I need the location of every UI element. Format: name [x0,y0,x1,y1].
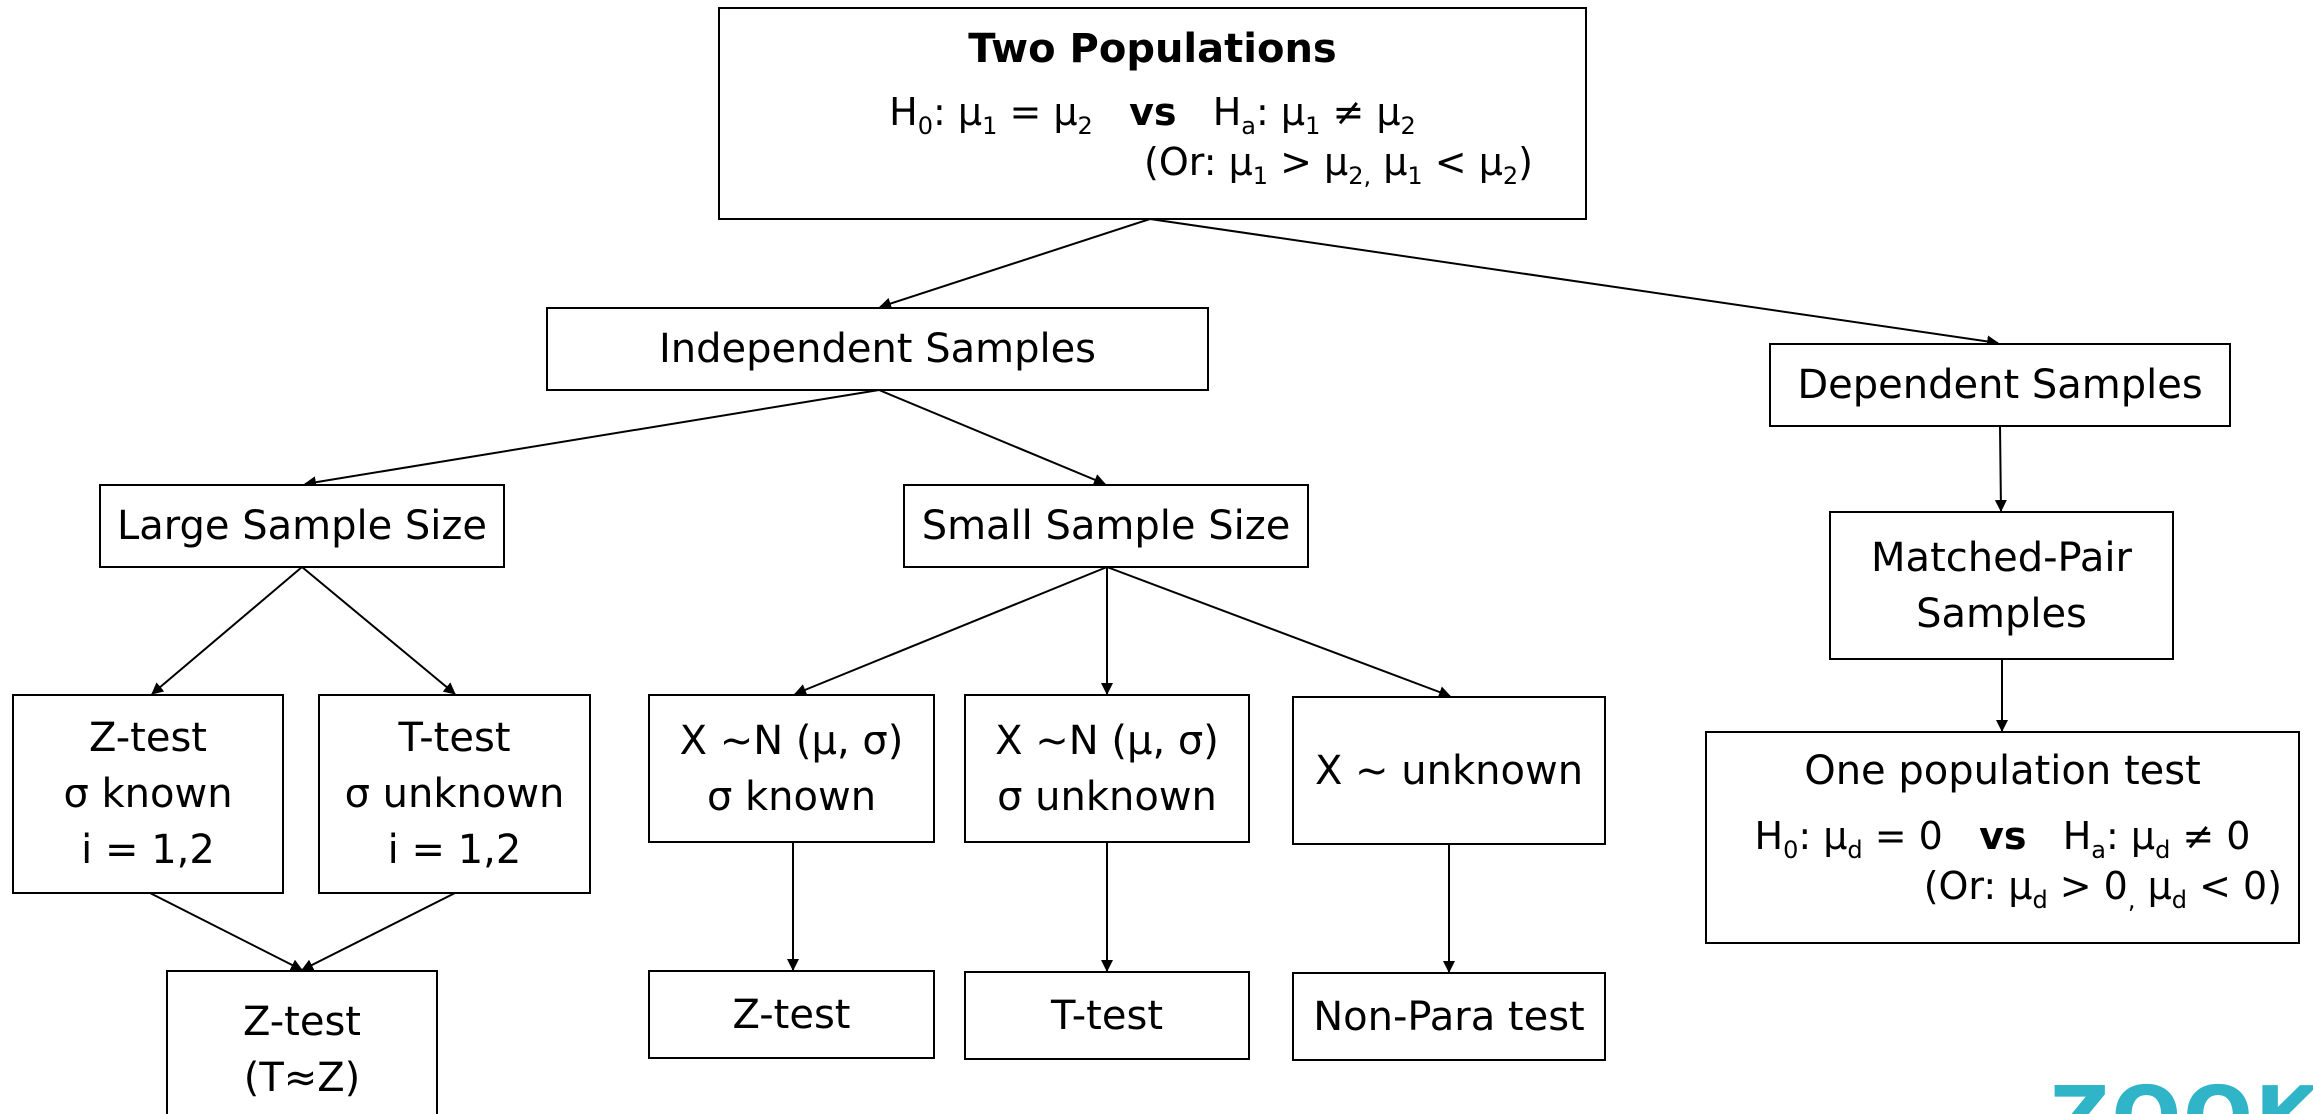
edge-ztest-approx [149,892,303,971]
ztest-known-line-1: Z-test [89,715,207,761]
edge-independent-large [304,389,880,489]
brand-logo: ZOOKA [2050,1070,2313,1114]
root-hypothesis: H0: μ1 = μ2 vs Ha: μ1 ≠ μ2 [889,90,1416,140]
edge-dependent-matched [1994,425,2007,512]
root-title: Two Populations [968,26,1337,72]
z-approx-line-1: Z-test [243,999,361,1045]
x-unknown-box: X ~ unknown [1292,696,1606,845]
independent-samples-box: Independent Samples [546,307,1209,391]
ztest-known-line-2: σ known [63,771,233,817]
root-alternatives: (Or: μ1 > μ2, μ1 < μ2) [1144,140,1533,190]
normal-known-box: X ~N (μ, σ) σ known [648,694,935,843]
edge-large-ttest [301,566,456,695]
one-pop-alternatives: (Or: μd > 0, μd < 0) [1923,864,2282,914]
matched-line-2: Samples [1916,590,2087,637]
ztest-box: Z-test [648,970,935,1059]
ztest-label: Z-test [732,991,851,1038]
edge-small-x-unknown [1106,566,1451,698]
ztest-known-line-3: i = 1,2 [81,827,215,873]
x-unknown-label: X ~ unknown [1314,747,1584,794]
nonpara-box: Non-Para test [1292,972,1606,1061]
matched-pair-box: Matched-Pair Samples [1829,511,2174,660]
edge-independent-small [878,389,1106,486]
edge-small-normal-known [794,566,1108,696]
z-approx-box: Z-test (T≈Z) [166,970,438,1114]
ttest-label: T-test [1050,992,1163,1039]
matched-line-1: Matched-Pair [1871,534,2132,581]
dependent-samples-box: Dependent Samples [1769,343,2231,427]
independent-label: Independent Samples [658,326,1097,372]
edge-root-independent [879,218,1151,310]
normal-unknown-line-1: X ~N (μ, σ) [995,717,1219,764]
ttest-unknown-box: T-test σ unknown i = 1,2 [318,694,591,894]
edge-ttest-approx [301,892,456,971]
edge-large-ztest [151,566,303,695]
normal-unknown-line-2: σ unknown [997,773,1217,820]
ttest-unknown-line-2: σ unknown [344,771,565,817]
normal-known-line-1: X ~N (μ, σ) [679,717,904,764]
normal-known-line-2: σ known [706,773,877,820]
nonpara-label: Non-Para test [1313,993,1585,1040]
ttest-box: T-test [964,971,1250,1060]
large-label: Large Sample Size [116,503,488,549]
z-approx-line-2: (T≈Z) [243,1055,361,1101]
ttest-unknown-line-1: T-test [398,715,511,761]
large-sample-box: Large Sample Size [99,484,505,568]
one-pop-hypothesis: H0: μd = 0 vs Ha: μd ≠ 0 [1754,814,2251,864]
normal-unknown-box: X ~N (μ, σ) σ unknown [964,694,1250,843]
small-label: Small Sample Size [921,503,1291,549]
two-populations-box: Two Populations H0: μ1 = μ2 vs Ha: μ1 ≠ … [718,7,1587,220]
one-population-box: One population test H0: μd = 0 vs Ha: μd… [1705,731,2300,944]
edge-root-dependent [1149,218,1999,348]
dependent-label: Dependent Samples [1797,362,2203,408]
one-pop-title: One population test [1804,748,2201,794]
small-sample-box: Small Sample Size [903,484,1309,568]
ttest-unknown-line-3: i = 1,2 [387,827,522,873]
ztest-known-box: Z-test σ known i = 1,2 [12,694,284,894]
